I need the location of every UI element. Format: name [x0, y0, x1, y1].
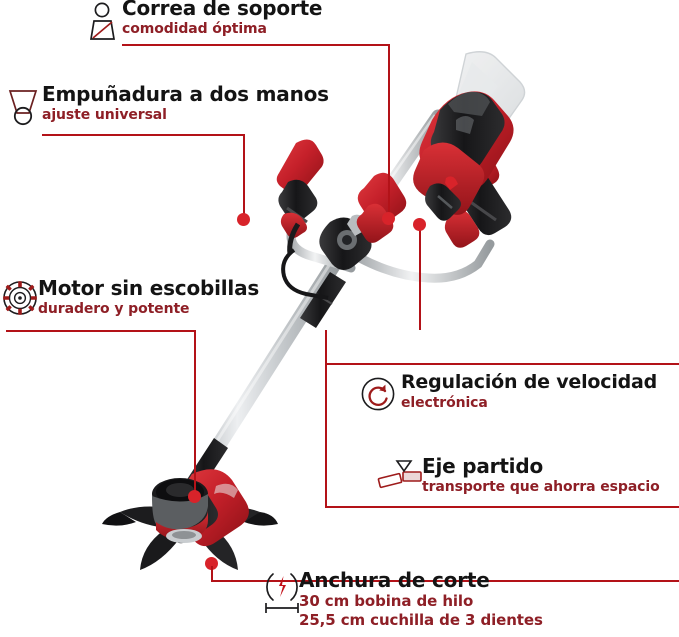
feature-strap-title: Correa de soporte [122, 0, 323, 20]
connector-dot-motor [188, 490, 201, 503]
connector-line-width-h [211, 580, 679, 582]
connector-dot-speed [413, 218, 426, 231]
feature-cutting-width-spec-2: 25,5 cm cuchilla de 3 dientes [299, 610, 543, 629]
connector-line-strap-h [122, 44, 390, 46]
connector-line-width-v [211, 566, 213, 582]
cutting-width-icon [262, 572, 302, 616]
connector-line-split-v [325, 330, 327, 506]
feature-strap: Correa de soporte comodidad óptima [122, 0, 323, 38]
feature-grip-title: Empuñadura a dos manos [42, 82, 329, 106]
feature-speed: Regulación de velocidad electrónica [401, 371, 658, 411]
feature-motor: Motor sin escobillas duradero y potente [38, 278, 259, 318]
feature-grip-subtitle: ajuste universal [42, 107, 167, 123]
feature-cutting-width-title: Anchura de corte [299, 568, 490, 592]
connector-line-speed-riser [419, 226, 421, 330]
feature-split-shaft-subtitle: transporte que ahorra espacio [422, 479, 660, 495]
connector-dot-width [205, 557, 218, 570]
connector-line-motor-h [6, 330, 196, 332]
feature-cutting-width: Anchura de corte 30 cm bobina de hilo 25… [299, 570, 543, 629]
speed-control-icon [360, 376, 396, 412]
connector-dot-grip [237, 213, 250, 226]
feature-cutting-width-spec-1: 30 cm bobina de hilo [299, 592, 474, 610]
feature-speed-title: Regulación de velocidad [401, 371, 658, 393]
shoulder-strap-icon [88, 2, 118, 42]
feature-split-shaft: Eje partido transporte que ahorra espaci… [422, 456, 660, 496]
connector-line-grip-h [42, 134, 244, 136]
feature-speed-subtitle: electrónica [401, 394, 488, 411]
feature-split-shaft-title: Eje partido [422, 454, 543, 478]
split-shaft-icon [377, 458, 422, 496]
connector-line-motor-v [194, 330, 196, 494]
brushless-motor-icon [2, 280, 38, 316]
connector-line-strap-v [388, 44, 390, 219]
feature-strap-subtitle: comodidad óptima [122, 21, 267, 37]
connector-dot-strap [382, 212, 395, 225]
feature-motor-subtitle: duradero y potente [38, 301, 190, 317]
feature-grip: Empuñadura a dos manos ajuste universal [42, 84, 329, 124]
connector-line-split-h [325, 506, 679, 508]
two-hand-grip-icon [6, 86, 40, 126]
connector-line-grip-v [243, 134, 245, 219]
connector-line-speed-h [325, 363, 679, 365]
feature-motor-title: Motor sin escobillas [38, 276, 260, 300]
